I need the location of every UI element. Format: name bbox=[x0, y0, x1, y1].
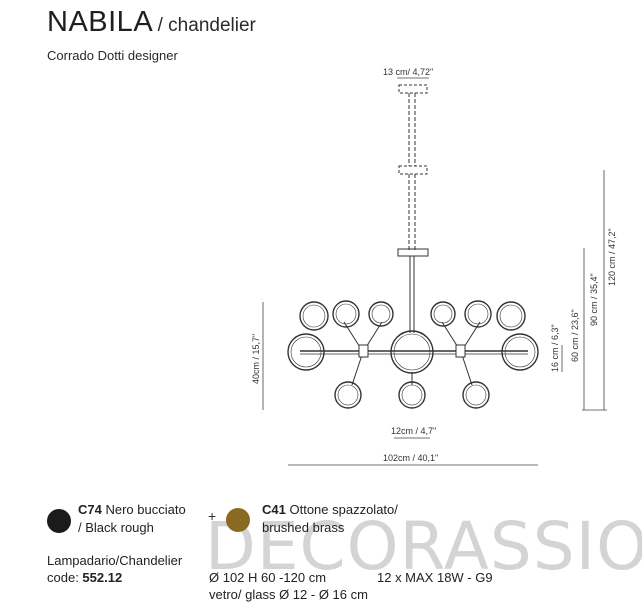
finish-code: C41 bbox=[262, 502, 286, 517]
overall-dimensions: Ø 102 H 60 -120 cm bbox=[209, 570, 327, 585]
bulb-spec: 12 x MAX 18W - G9 bbox=[377, 570, 493, 585]
total-width-label: 102cm / 40,1" bbox=[383, 453, 439, 463]
lamp-type: Lampadario/Chandelier bbox=[47, 553, 183, 568]
h60-label: 60 cm / 23,6" bbox=[570, 309, 580, 362]
glass-right bbox=[501, 333, 539, 371]
product-code: code: 552.12 bbox=[47, 570, 122, 585]
finish-black: C74 Nero bucciato / Black rough bbox=[78, 501, 186, 537]
product-name: NABILA bbox=[47, 6, 154, 38]
code-label: code: bbox=[47, 570, 83, 585]
watermark: DECORASSIO bbox=[205, 508, 642, 585]
finish-name: Nero bucciato bbox=[105, 502, 186, 517]
product-type: / chandelier bbox=[157, 15, 256, 36]
body-height-label: 40cm / 15,7" bbox=[251, 333, 261, 384]
finish-name: Ottone spazzolato/ bbox=[289, 502, 398, 517]
finish-name-en: / Black rough bbox=[78, 520, 154, 535]
h120-label: 120 cm / 47,2" bbox=[607, 228, 617, 286]
designer-credit: Corrado Dotti designer bbox=[47, 48, 178, 63]
h90-label: 90 cm / 35,4" bbox=[589, 273, 599, 326]
canopy-outline bbox=[398, 84, 428, 94]
code-value: 552.12 bbox=[82, 570, 123, 585]
finish-code: C74 bbox=[78, 502, 102, 517]
h16-label: 16 cm / 6,3" bbox=[550, 324, 560, 372]
stem-fixing bbox=[397, 248, 429, 257]
finish-name-en: brushed brass bbox=[262, 520, 345, 535]
glass-dimensions: vetro/ glass Ø 12 - Ø 16 cm bbox=[209, 587, 368, 602]
adjust-collar bbox=[398, 165, 428, 175]
brushed-brass-swatch bbox=[226, 508, 250, 532]
product-title: NABILA / chandelier bbox=[47, 6, 256, 39]
canopy-width-label: 13 cm/ 4,72" bbox=[383, 67, 434, 77]
black-rough-swatch bbox=[47, 509, 71, 533]
plus-sign: + bbox=[208, 508, 217, 524]
glass-left bbox=[287, 333, 325, 371]
finish-brass: C41 Ottone spazzolato/ brushed brass bbox=[262, 501, 398, 537]
diffuser-width-label: 12cm / 4,7" bbox=[391, 426, 437, 436]
center-glass bbox=[390, 330, 434, 374]
